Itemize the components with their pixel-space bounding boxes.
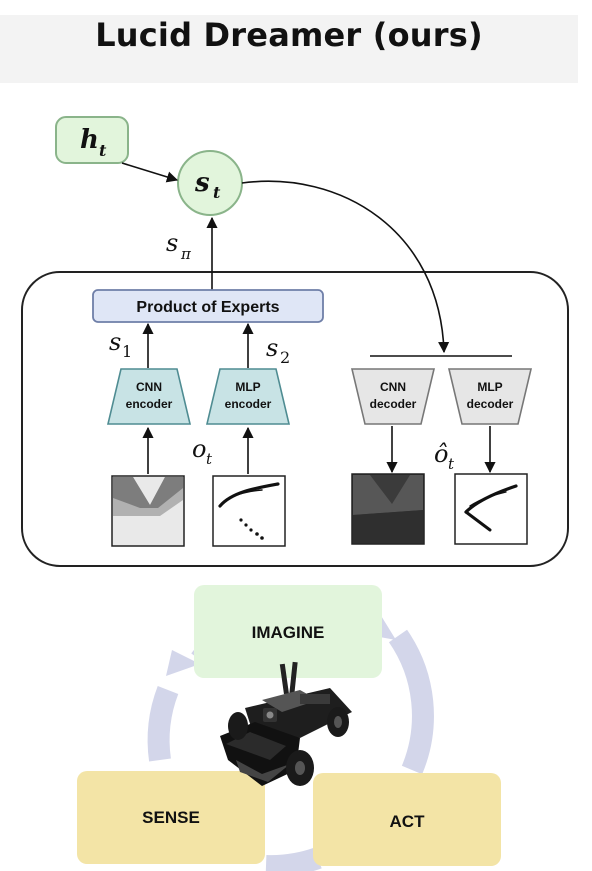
o-t-subscript: t (206, 450, 213, 468)
page-title: Lucid Dreamer (ours) (95, 16, 483, 54)
input-lidar-image (212, 475, 286, 547)
cycle-ring-left (147, 686, 179, 762)
cnn-encoder-line2: encoder (126, 397, 173, 411)
s-t-node: s t (177, 150, 243, 216)
s1-subscript: 1 (122, 342, 132, 361)
product-of-experts-box: Product of Experts (92, 289, 324, 323)
imagine-label: IMAGINE (252, 623, 325, 642)
cycle-ring-bottom (265, 847, 322, 871)
robot-car-image (220, 661, 352, 786)
sense-box: SENSE (77, 771, 265, 864)
title-band (0, 15, 578, 83)
act-box: ACT (313, 773, 501, 866)
s-pi-subscript: π (180, 245, 192, 263)
o-hat-label: ô (434, 440, 448, 468)
sense-label: SENSE (142, 808, 200, 827)
o-hat-subscript: t (448, 455, 455, 473)
s1-label: s (109, 328, 121, 356)
input-camera-image (111, 475, 185, 547)
s-t-label: s (194, 168, 210, 198)
cnn-decoder: CNN decoder (350, 368, 436, 425)
s2-label: s (266, 334, 278, 362)
s-t-subscript: t (213, 183, 221, 202)
s-pi-label: s (166, 229, 178, 257)
cnn-encoder-line1: CNN (136, 380, 162, 394)
s2-subscript: 2 (280, 348, 290, 367)
imagine-box: IMAGINE (194, 585, 382, 678)
h-to-s-arrow (121, 162, 179, 183)
o-t-label: o (192, 435, 206, 463)
mlp-encoder-line1: MLP (235, 380, 260, 394)
cnn-encoder: CNN encoder (106, 368, 192, 425)
poe-label: Product of Experts (136, 299, 279, 316)
h-t-node: h t (55, 116, 129, 164)
cycle-ring-right (388, 629, 434, 775)
mlp-encoder-line2: encoder (225, 397, 272, 411)
s-to-decoder-arrow (241, 180, 450, 354)
h-t-subscript: t (99, 141, 107, 160)
output-lidar-image (454, 473, 528, 545)
mlp-encoder: MLP encoder (205, 368, 291, 425)
output-camera-image (351, 473, 425, 545)
mlp-decoder-line2: decoder (467, 397, 514, 411)
cycle-arrowhead-left (166, 650, 200, 676)
cnn-decoder-line1: CNN (380, 380, 406, 394)
act-label: ACT (390, 812, 426, 831)
cnn-decoder-line2: decoder (370, 397, 417, 411)
mlp-decoder: MLP decoder (447, 368, 533, 425)
h-t-label: h (80, 125, 99, 155)
mlp-decoder-line1: MLP (477, 380, 502, 394)
